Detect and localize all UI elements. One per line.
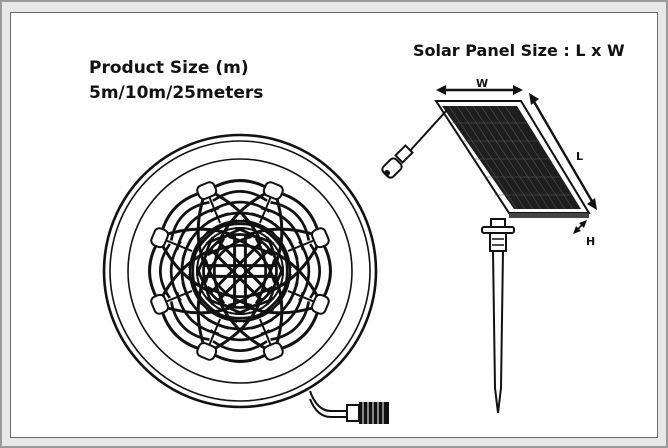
length-label: L	[576, 150, 584, 163]
width-label: W	[476, 77, 489, 90]
dimension-arrows	[436, 85, 597, 234]
panel-cable	[381, 109, 448, 179]
product-size-title: Product Size (m)	[89, 58, 249, 78]
cable-reel	[102, 133, 378, 409]
solar-panel	[434, 100, 591, 218]
diagram-panel: Product Size (m) 5m/10m/25meters Solar P…	[10, 12, 658, 438]
solar-panel-size-title: Solar Panel Size : L x W	[413, 41, 625, 60]
product-size-values: 5m/10m/25meters	[89, 83, 264, 103]
height-label: H	[586, 235, 596, 248]
ground-stake	[481, 218, 515, 414]
reel-connector	[309, 390, 389, 424]
product-drawing	[102, 85, 597, 424]
